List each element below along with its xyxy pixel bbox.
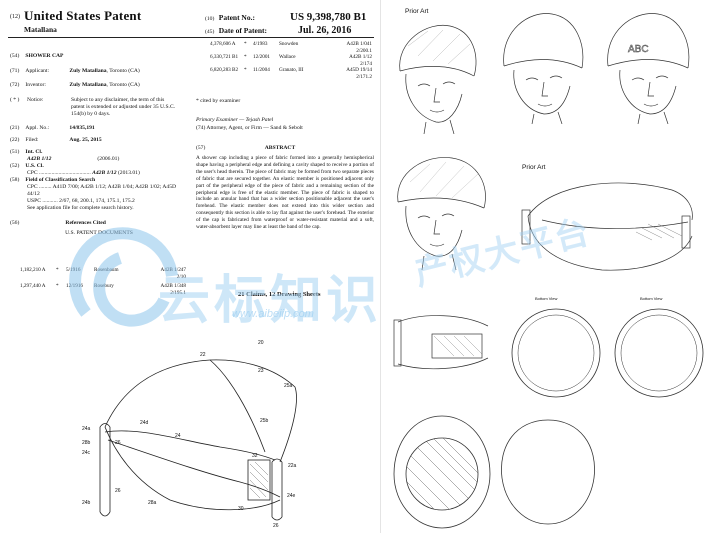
header-rule (8, 37, 374, 38)
ref-label: 20 (258, 340, 264, 346)
ref-label: 26 (115, 440, 121, 446)
prior-art-face-2 (503, 13, 584, 124)
attorney-agent: (74) Attorney, Agent, or Firm — Sand & S… (196, 125, 303, 131)
prior-art-face-3: ABC (607, 13, 690, 124)
bottom-view-1 (511, 308, 601, 398)
ref-label: 24c (82, 450, 91, 456)
abstract-text: A shower cap including a piece of fabric… (196, 155, 374, 231)
ref-label: 26 (115, 488, 121, 494)
fabric-pattern-plain (501, 419, 595, 525)
bottom-view-label-2: Bottom View (640, 296, 663, 301)
prior-art-side-view (521, 182, 693, 271)
ref-label: 24d (140, 420, 149, 426)
prior-art-label-2: Prior Art (522, 164, 546, 171)
primary-examiner: Primary Examiner — Tejash Patel (196, 117, 274, 123)
doc-type-code: (12) (10, 14, 20, 20)
page-divider (380, 0, 381, 533)
ref-label: 23 (258, 368, 264, 374)
ref-label: 24 (175, 433, 181, 439)
claims-count: 21 Claims, 12 Drawing Sheets (238, 291, 321, 298)
patent-number: US 9,398,780 B1 (290, 11, 367, 23)
ref-label: 24b (82, 500, 91, 506)
patent-number-row: (10) Patent No.: (205, 13, 255, 22)
ref-label: 28b (82, 440, 91, 446)
prior-art-face-4 (397, 157, 486, 270)
ref-label: 25b (260, 418, 269, 424)
fabric-pattern-hatched (393, 415, 491, 529)
ref-label: 24e (287, 493, 296, 499)
cited-by-examiner: * cited by examiner (196, 98, 241, 104)
ref-label: 30 (238, 506, 244, 512)
bottom-view-2 (614, 308, 704, 398)
biblio-left: (54) SHOWER CAP (71) Applicant:Zuly Mata… (10, 53, 188, 237)
invention-title: SHOWER CAP (25, 53, 64, 59)
ref-label: 22 (200, 352, 206, 358)
watermark-cn-top: 云标知识 (158, 271, 383, 331)
abstract-heading: (57) ABSTRACT (196, 145, 296, 151)
bottom-view-label-1: Bottom View (535, 296, 558, 301)
patent-title: United States Patent (24, 8, 142, 23)
ref-label: 26 (273, 523, 279, 529)
patent-date-row: (45) Date of Patent: (205, 26, 268, 35)
ref-label: 24a (82, 426, 91, 432)
prior-art-face-1 (399, 24, 477, 134)
ref-label: 28a (148, 500, 157, 506)
header-inventor: Matallana (24, 25, 57, 34)
cap-side-detail (393, 315, 489, 370)
watermark-url: www.aibeiip.com (232, 308, 314, 320)
front-figure-drawing: 20 22 23 25a 24a 24 24d 28b 26 24c 25b 3… (82, 340, 297, 529)
drawing-ref-labels: 20 22 23 25a 24a 24 24d 28b 26 24c 25b 3… (82, 340, 297, 529)
prior-art-label-1: Prior Art (405, 8, 429, 15)
ref-label: 25a (284, 383, 293, 389)
patent-date: Jul. 26, 2016 (298, 25, 352, 36)
ref-label: 22a (288, 463, 297, 469)
ref-label: 32 (252, 453, 258, 459)
patent-number-label: Patent No.: (218, 13, 255, 22)
cap-print-text: ABC (628, 44, 649, 55)
notice-text: Subject to any disclaimer, the term of t… (71, 97, 176, 117)
